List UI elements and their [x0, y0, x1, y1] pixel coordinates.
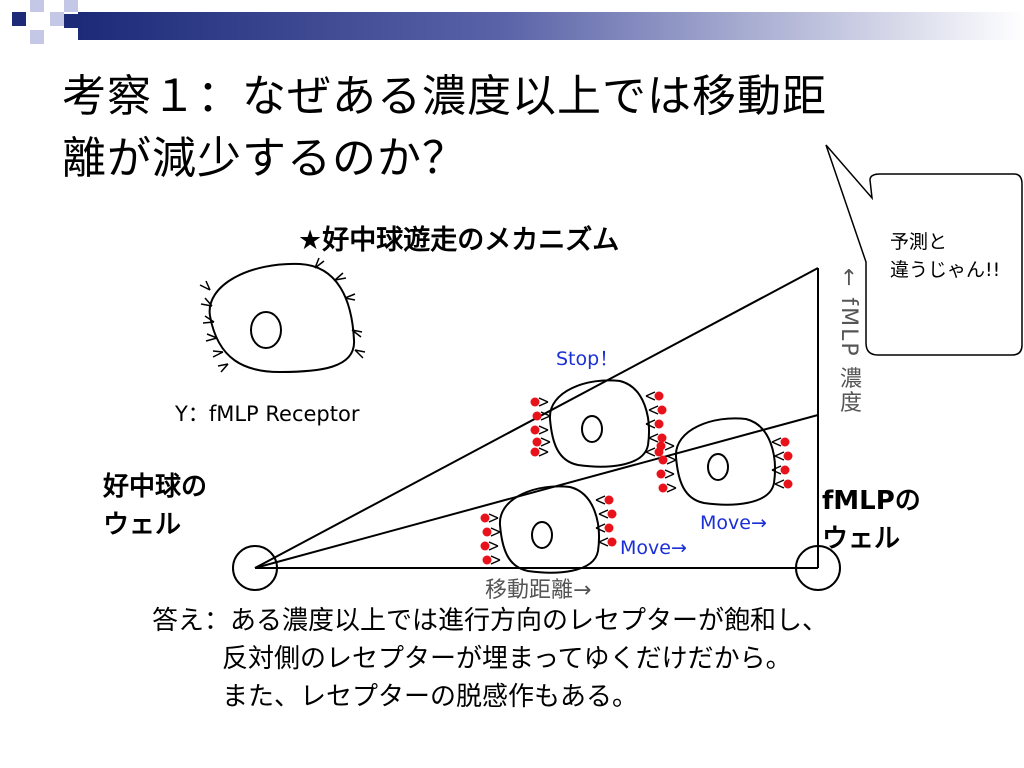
answer-block: 答え：ある濃度以上では進行方向のレセプターが飽和し、 反対側のレセプターが埋まっ… — [152, 602, 828, 716]
cell-nucleus — [581, 415, 603, 443]
receptor — [774, 451, 785, 461]
ligand-dot — [656, 469, 666, 479]
receptor — [490, 527, 501, 537]
ligand-dot — [530, 425, 540, 435]
ligand-dot — [482, 527, 492, 537]
ligand-dot — [607, 509, 617, 519]
receptor — [664, 469, 675, 479]
receptor — [648, 405, 659, 415]
receptor — [648, 433, 659, 443]
ligand-dot — [656, 441, 666, 451]
speech-bubble — [825, 144, 1023, 356]
move-label-upper: Move→ — [700, 512, 767, 534]
cell-nucleus — [707, 453, 729, 481]
receptor-legend: Y：fMLP Receptor — [175, 402, 360, 426]
answer-line-3: また、レセプターの脱感作もある。 — [222, 682, 639, 712]
cell-body — [674, 417, 776, 506]
receptor — [538, 425, 549, 435]
neutrophil-well-label: 好中球の ウェル — [103, 472, 208, 540]
ligand-dot — [604, 495, 614, 505]
receptor — [595, 495, 606, 505]
receptor — [771, 465, 782, 475]
receptor — [488, 541, 499, 551]
cell-move-lower — [480, 485, 617, 574]
ligand-dot — [532, 437, 542, 447]
receptor — [540, 411, 551, 421]
ligand-dot — [532, 411, 542, 421]
ligand-dot — [530, 397, 540, 407]
diagram-subtitle: ★好中球遊走のメカニズム — [298, 225, 620, 256]
stop-label: Stop！ — [556, 348, 619, 370]
ligand-dot — [480, 513, 490, 523]
concentration-axis-label: ← fMLP 濃度 — [836, 268, 861, 415]
reference-neutrophil — [208, 262, 356, 374]
ligand-dot — [783, 479, 793, 489]
ligand-dot — [482, 555, 492, 565]
ligand-dot — [783, 451, 793, 461]
receptor — [595, 523, 606, 533]
cell-nucleus — [531, 521, 553, 549]
slide-title: 考察１：なぜある濃度以上では移動距 離が減少するのか？ — [62, 71, 827, 184]
receptor — [538, 397, 549, 407]
answer-line-2: 反対側のレセプターが埋まってゆくだけだから。 — [222, 644, 792, 674]
receptor — [598, 509, 609, 519]
receptor — [598, 537, 609, 547]
ligand-dot — [657, 433, 667, 443]
answer-line-1: 答え：ある濃度以上では進行方向のレセプターが飽和し、 — [152, 606, 829, 636]
header-decoration — [12, 0, 1024, 44]
receptor — [645, 419, 656, 429]
ligand-dot — [780, 465, 790, 475]
receptor — [488, 513, 499, 523]
gradient-triangle — [254, 267, 819, 569]
receptor — [774, 479, 785, 489]
reference-receptors — [199, 257, 366, 373]
distance-axis-label: 移動距離→ — [485, 578, 592, 603]
neutrophil-well — [232, 545, 278, 591]
ligand-dot — [480, 541, 490, 551]
receptor — [490, 555, 501, 565]
receptor — [666, 483, 677, 493]
receptor — [645, 447, 656, 457]
ligand-dot — [654, 391, 664, 401]
cell-stop — [530, 379, 667, 468]
receptor — [666, 455, 677, 465]
move-label-lower: Move→ — [620, 537, 687, 559]
receptor — [645, 391, 656, 401]
receptor — [540, 437, 551, 447]
cell-body — [548, 379, 650, 468]
speech-bubble-text: 予測と 違うじゃん!! — [890, 231, 1001, 281]
receptor — [664, 441, 675, 451]
fmlp-well — [795, 545, 841, 591]
ligand-dot — [607, 537, 617, 547]
ligand-dot — [530, 447, 540, 457]
ligand-dot — [604, 523, 614, 533]
fmlp-well-label: fMLPの ウェル — [822, 486, 921, 554]
ligand-dot — [657, 405, 667, 415]
cell-body — [498, 485, 600, 574]
cell-move-upper — [656, 417, 793, 506]
receptor — [538, 447, 549, 457]
ligand-dot — [658, 455, 668, 465]
receptor — [771, 437, 782, 447]
ligand-dot — [780, 437, 790, 447]
ligand-dot — [658, 483, 668, 493]
ligand-dot — [654, 419, 664, 429]
